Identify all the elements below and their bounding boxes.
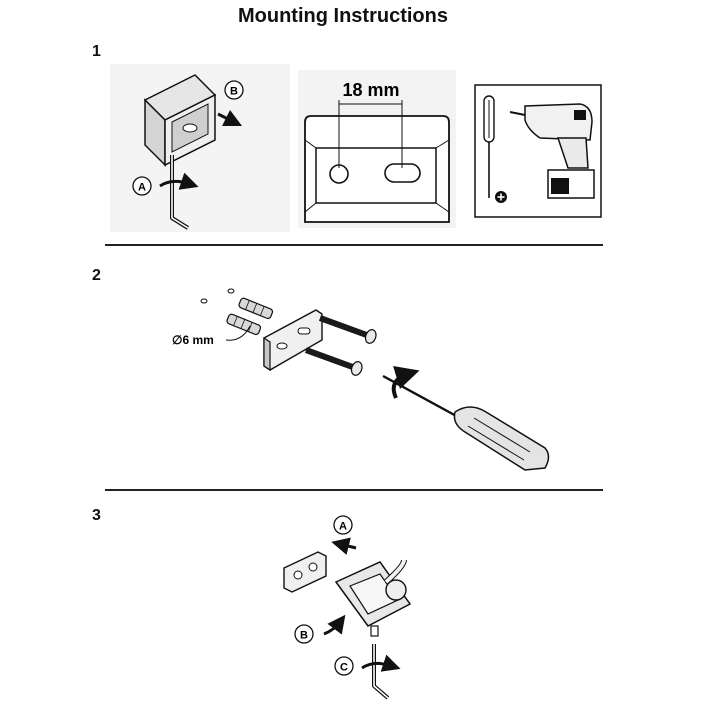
step-number-1: 1	[92, 43, 101, 60]
svg-text:A: A	[138, 182, 146, 194]
step1-bracket-illustration	[110, 64, 290, 232]
rotate-arrow-icon	[159, 172, 199, 190]
step-number-2: 2	[92, 267, 101, 284]
dimension-6mm: ∅6 mm	[172, 333, 214, 347]
mounting-bracket	[263, 309, 323, 372]
set-screw	[370, 625, 379, 637]
label-b-step3: B	[294, 624, 314, 644]
step-number-3: 3	[92, 507, 101, 524]
screws	[304, 315, 377, 376]
diameter-callout: ∅6 mm	[172, 325, 251, 347]
label-b-step1: B	[224, 80, 244, 100]
svg-text:C: C	[340, 662, 348, 674]
hook-block	[334, 559, 412, 627]
dimension-18mm: 18 mm	[342, 80, 399, 100]
arrow-b-step1	[217, 109, 243, 127]
screwdriver-icon	[483, 95, 495, 198]
label-c-step3: C	[334, 656, 354, 676]
label-a-step3: A	[333, 515, 353, 535]
phillips-plus-icon	[495, 191, 507, 203]
svg-text:A: A	[339, 521, 347, 533]
wall-anchors	[200, 288, 274, 336]
screwdriver-step2-icon	[382, 374, 550, 471]
arrow-a-step3	[331, 537, 357, 555]
divider-1	[105, 244, 603, 246]
svg-text:B: B	[300, 630, 308, 642]
step1-plate-dimension: 18 mm	[298, 70, 456, 228]
arrow-b-step3	[323, 614, 346, 636]
hex-key-icon	[170, 155, 190, 230]
svg-text:B: B	[230, 86, 238, 98]
drill-icon	[509, 103, 595, 199]
hex-key-step3-icon	[372, 644, 390, 700]
label-a-step1: A	[132, 176, 152, 196]
divider-2	[105, 489, 603, 491]
rotate-arrow-step2-icon	[391, 365, 420, 399]
rotate-arrow-step3-icon	[361, 654, 401, 672]
step3-bracket	[283, 551, 327, 593]
page-title: Mounting Instructions	[238, 5, 448, 27]
